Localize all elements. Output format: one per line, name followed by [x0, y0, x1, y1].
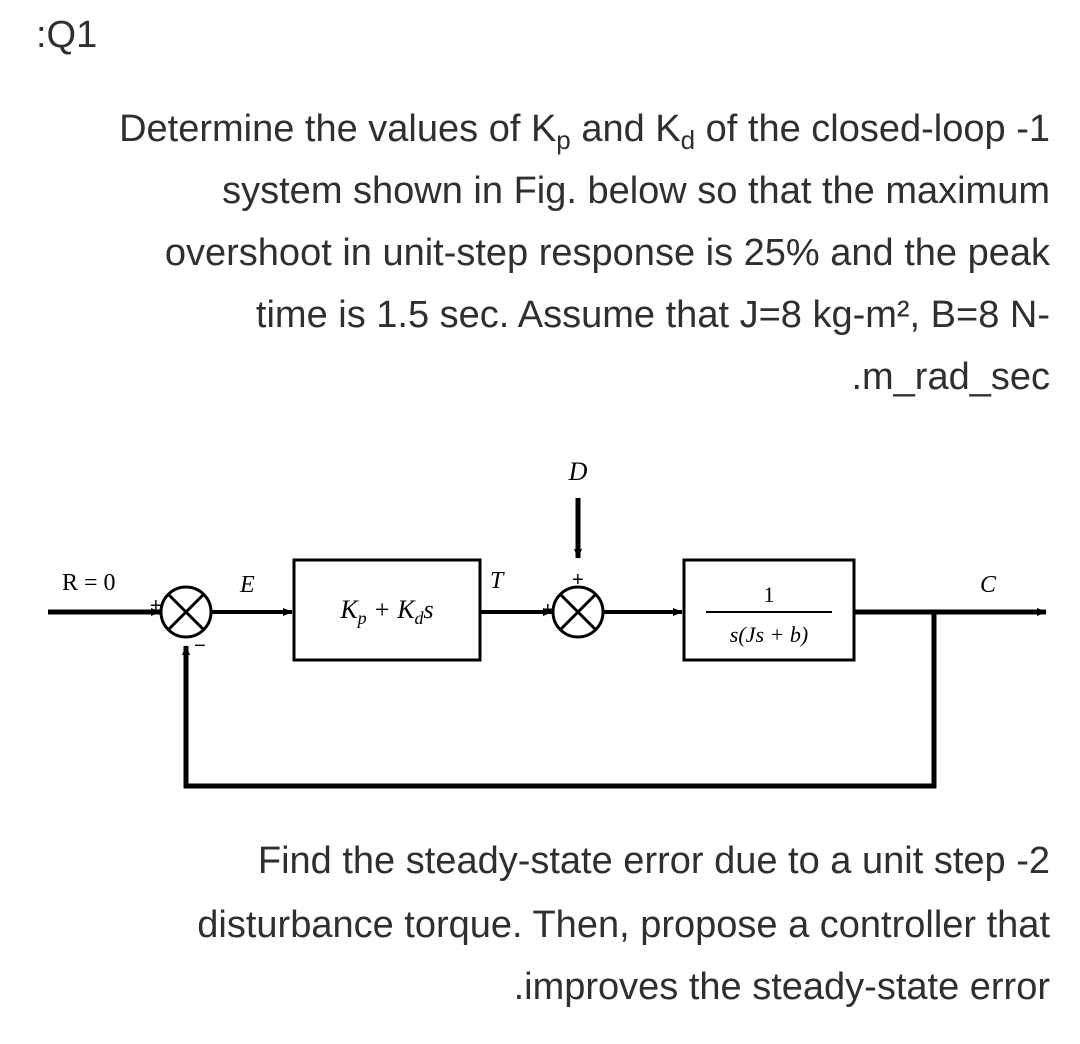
- summing-junction-1: [159, 585, 213, 639]
- controller-block: [292, 558, 482, 662]
- plant-denominator: s(Js + b): [730, 622, 808, 647]
- part1-line3: overshoot in unit-step response is 25% a…: [164, 232, 1050, 274]
- part1-line1: Determine the values of Kp and Kd of the…: [119, 110, 1050, 153]
- part1-line4: time is 1.5 sec. Assume that J=8 kg-m², …: [255, 294, 1050, 336]
- sum2-sign-top: +: [572, 569, 584, 591]
- line1-pre: Determine the values of K: [119, 108, 557, 150]
- summing-junction-2: [551, 585, 605, 639]
- output-label: C: [980, 572, 997, 598]
- block-diagram: R = 0 + − E Kp + Kds T D + + 1 s(Js + b)…: [48, 457, 1047, 789]
- line1-post: of the closed-loop -1: [695, 108, 1050, 150]
- plant-numerator: 1: [764, 582, 775, 607]
- part1-line2: system shown in Fig. below so that the m…: [222, 170, 1050, 212]
- part2-line2: disturbance torque. Then, propose a cont…: [197, 904, 1050, 946]
- error-label: E: [239, 572, 255, 598]
- input-label: R = 0: [62, 570, 116, 596]
- torque-label: T: [490, 568, 505, 594]
- plant-block: [682, 558, 856, 662]
- sum2-sign-left: +: [542, 599, 554, 621]
- sum1-sign-bottom: −: [194, 635, 206, 657]
- sum1-sign-left: +: [150, 595, 162, 617]
- disturbance-label: D: [568, 457, 588, 486]
- part2-line3: .improves the steady-state error: [513, 966, 1050, 1008]
- controller-label: Kp + Kds: [339, 595, 433, 628]
- feedback-path: [182, 612, 937, 789]
- part2-line1: Find the steady-state error due to a uni…: [257, 840, 1050, 882]
- subscript-p: p: [556, 125, 571, 155]
- part1-line5: .m_rad_sec: [851, 356, 1050, 398]
- subscript-d: d: [680, 125, 696, 155]
- question-label: :Q1: [36, 14, 98, 56]
- line1-mid: and K: [570, 108, 681, 150]
